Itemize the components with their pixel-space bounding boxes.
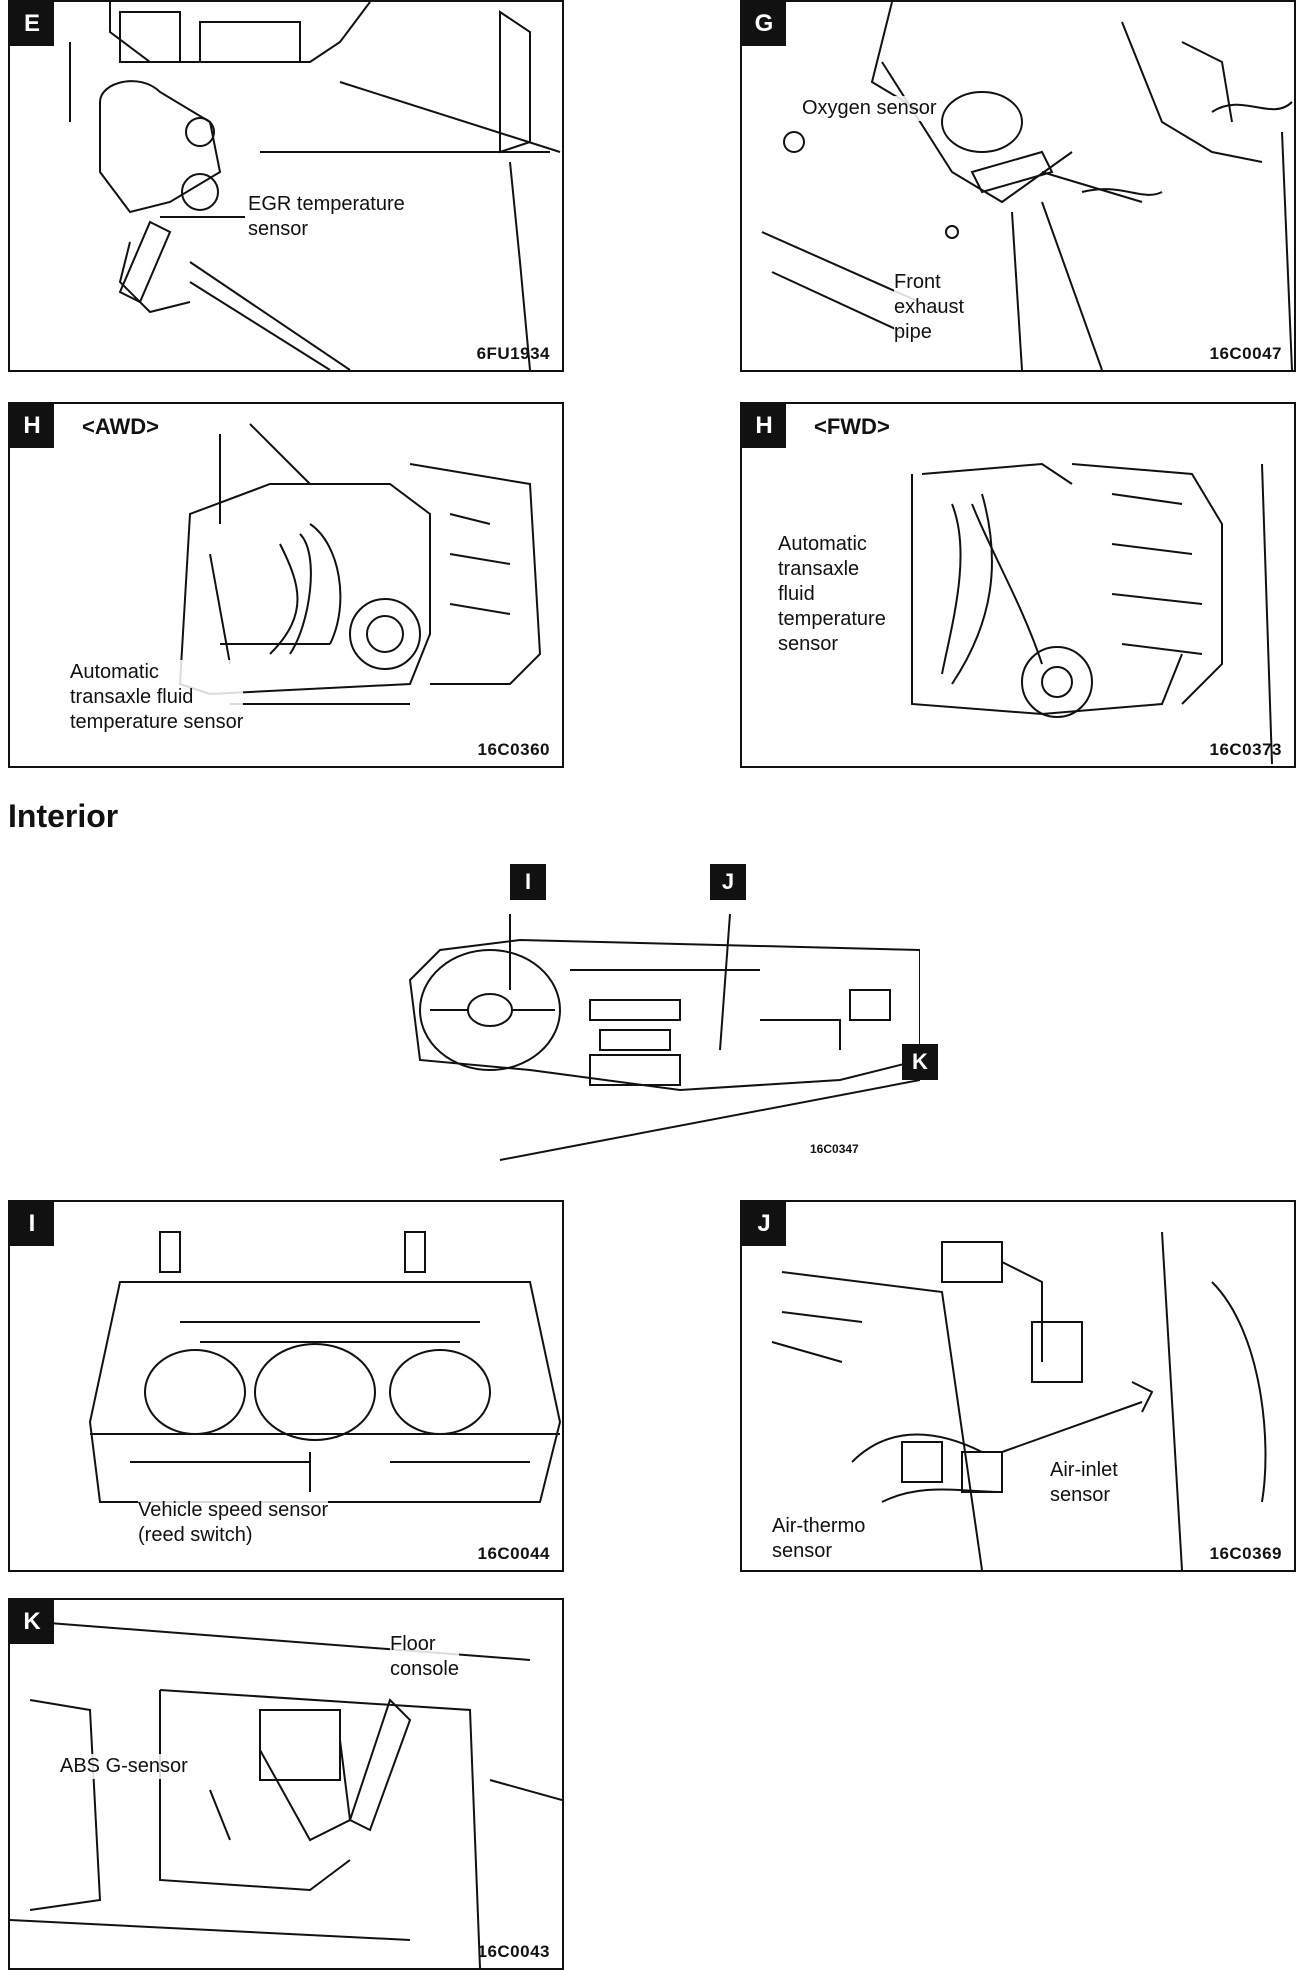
figure-code: 16C0043	[477, 1942, 550, 1961]
oxygen-sensor-illustration	[761, 2, 1293, 370]
figure-panel-i: I Vehicle speed sensor (reed switch) 16C…	[8, 1200, 564, 1572]
front-exhaust-pipe-label: Front exhaust pipe	[894, 270, 965, 345]
figure-panel-h-awd: H <AWD> Automatic transaxle fluid temper…	[8, 402, 564, 768]
panel-badge: I	[10, 1202, 54, 1246]
fwd-transaxle-illustration	[911, 462, 1273, 765]
instrument-cluster-illustration	[88, 1231, 562, 1503]
panel-badge: J	[742, 1202, 786, 1246]
figure-code: 16C0360	[477, 740, 550, 759]
figure-code: 16C0347	[810, 1142, 859, 1156]
oxygen-sensor-label: Oxygen sensor	[802, 96, 937, 121]
figure-panel-k: K Floor console ABS G-sensor 16C0043	[8, 1598, 564, 1970]
figure-panel-e: E EGR temperature sensor 6FU1934	[8, 0, 564, 372]
abs-g-sensor-illustration	[10, 1619, 562, 1968]
awd-transaxle-illustration	[178, 423, 542, 705]
figure-panel-j: J Air-thermo sensor Air-inlet sensor 16C…	[740, 1200, 1296, 1572]
figure-panel-g: G Oxygen sensor Front exhaust pipe 16C00…	[740, 0, 1296, 372]
panel-badge: E	[10, 2, 54, 46]
panel-badge: H	[742, 404, 786, 448]
figure-code: 6FU1934	[476, 344, 550, 363]
floor-console-label: Floor console	[390, 1632, 459, 1682]
overview-badge-j: J	[710, 864, 746, 900]
egr-temperature-sensor-label: EGR temperature sensor	[248, 192, 405, 242]
overview-badge-i: I	[510, 864, 546, 900]
section-heading: Interior	[8, 798, 119, 834]
figure-panel-h-fwd: H <FWD> Automatic transaxle fluid temper…	[740, 402, 1296, 768]
egr-sensor-illustration	[69, 2, 561, 370]
dashboard-overview: I J K 16C0347	[380, 850, 938, 1170]
variant-label: <FWD>	[814, 414, 890, 439]
vehicle-speed-sensor-label: Vehicle speed sensor (reed switch)	[138, 1498, 329, 1548]
figure-code: 16C0369	[1209, 1544, 1282, 1563]
figure-code: 16C0044	[477, 1544, 550, 1563]
air-inlet-sensor-label: Air-inlet sensor	[1050, 1458, 1118, 1508]
abs-g-sensor-label: ABS G-sensor	[60, 1754, 188, 1779]
figure-code: 16C0047	[1209, 344, 1282, 363]
air-thermo-sensor-label: Air-thermo sensor	[772, 1514, 866, 1564]
transaxle-fluid-temperature-sensor-label: Automatic transaxle fluid temperature se…	[778, 532, 886, 657]
transaxle-fluid-temperature-sensor-label: Automatic transaxle fluid temperature se…	[70, 660, 244, 735]
overview-badge-k: K	[902, 1044, 938, 1080]
panel-badge: H	[10, 404, 54, 448]
dashboard-illustration	[408, 913, 920, 1161]
panel-badge: G	[742, 2, 786, 46]
variant-label: <AWD>	[82, 414, 160, 439]
air-sensors-illustration	[771, 1231, 1267, 1570]
panel-badge: K	[10, 1600, 54, 1644]
figure-code: 16C0373	[1209, 740, 1282, 759]
